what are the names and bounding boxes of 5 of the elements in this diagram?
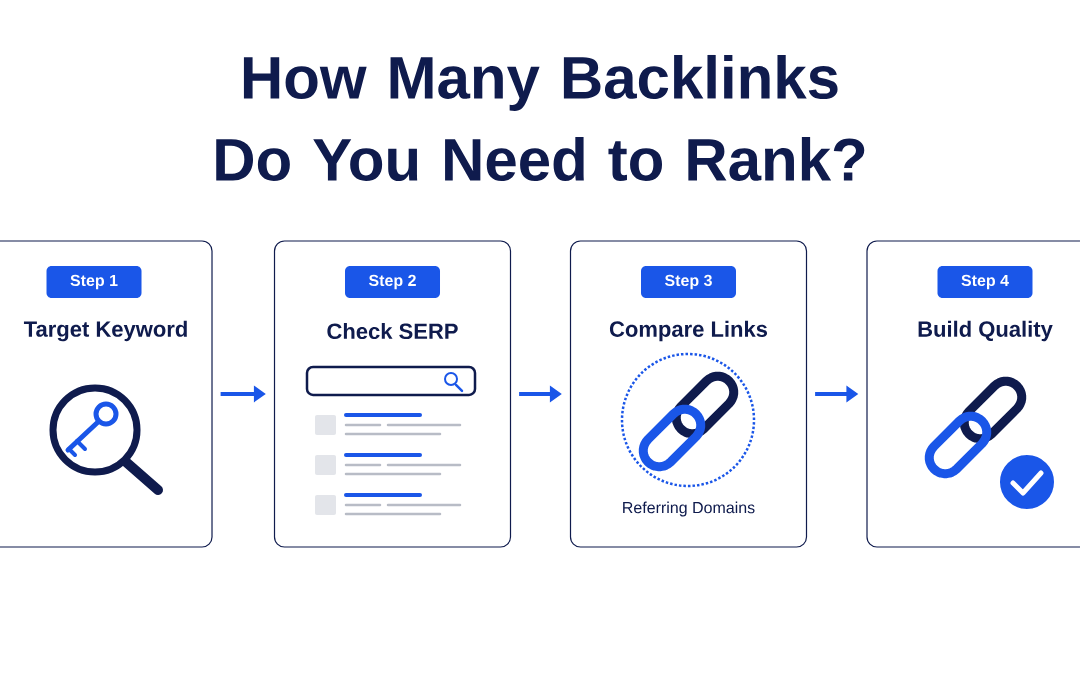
step-badge: Step 1 bbox=[46, 266, 142, 298]
step-badge: Step 4 bbox=[937, 266, 1033, 298]
step-badge: Step 3 bbox=[641, 266, 736, 298]
step-badge: Step 2 bbox=[345, 266, 440, 298]
title: How Many Backlinks Do You Need to Rank? bbox=[216, 54, 865, 181]
